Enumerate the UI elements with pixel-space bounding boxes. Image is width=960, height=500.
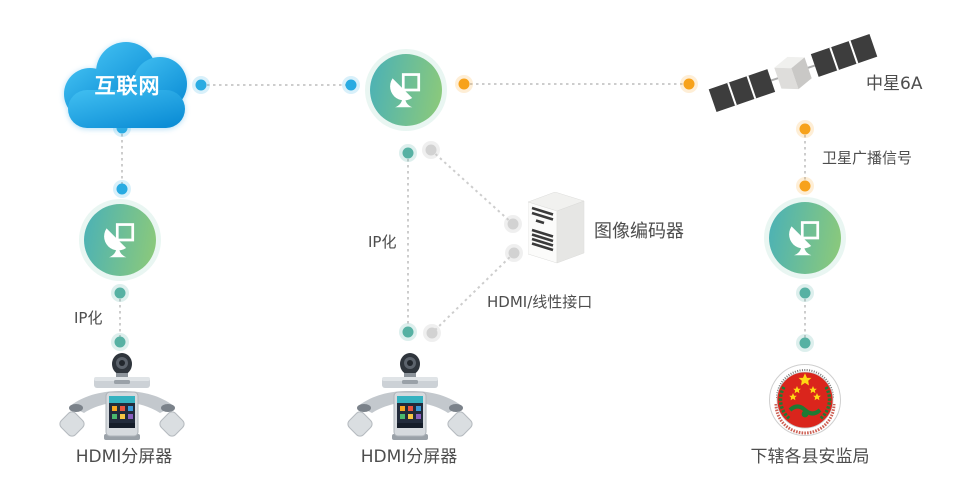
link-center-gateway-to-encoder [430, 149, 514, 225]
satellite-label: 中星6A [866, 74, 923, 94]
gateway-node-left [84, 204, 156, 276]
videoconference-endpoint-icon [59, 353, 185, 440]
endpoint-dots [111, 75, 814, 352]
ip-label-center: IP化 [368, 233, 397, 251]
videoconference-endpoint-icon [347, 353, 473, 440]
hdmi-interface-label: HDMI/线性接口 [487, 293, 593, 311]
gateway-node-center [370, 54, 442, 126]
internet-cloud-label: 互联网 [94, 74, 161, 98]
link-encoder-to-center-terminal [431, 252, 515, 334]
gateway-node-right [769, 202, 841, 274]
satellite-dish-icon [390, 73, 421, 108]
server-tower-icon [528, 192, 585, 264]
bureau-label: 下辖各县安监局 [750, 447, 870, 467]
encoder-label: 图像编码器 [594, 221, 684, 242]
cloud-icon [64, 42, 187, 128]
terminal-left-label: HDMI分屏器 [75, 447, 173, 467]
satellite-icon [708, 33, 878, 113]
satellite-dish-icon [789, 221, 820, 256]
government-seal-icon [769, 364, 841, 436]
satellite-dish-icon [104, 223, 135, 258]
satellite-signal-label: 卫星广播信号 [822, 149, 913, 167]
terminal-center-label: HDMI分屏器 [360, 447, 458, 467]
ip-label-left: IP化 [74, 309, 103, 327]
